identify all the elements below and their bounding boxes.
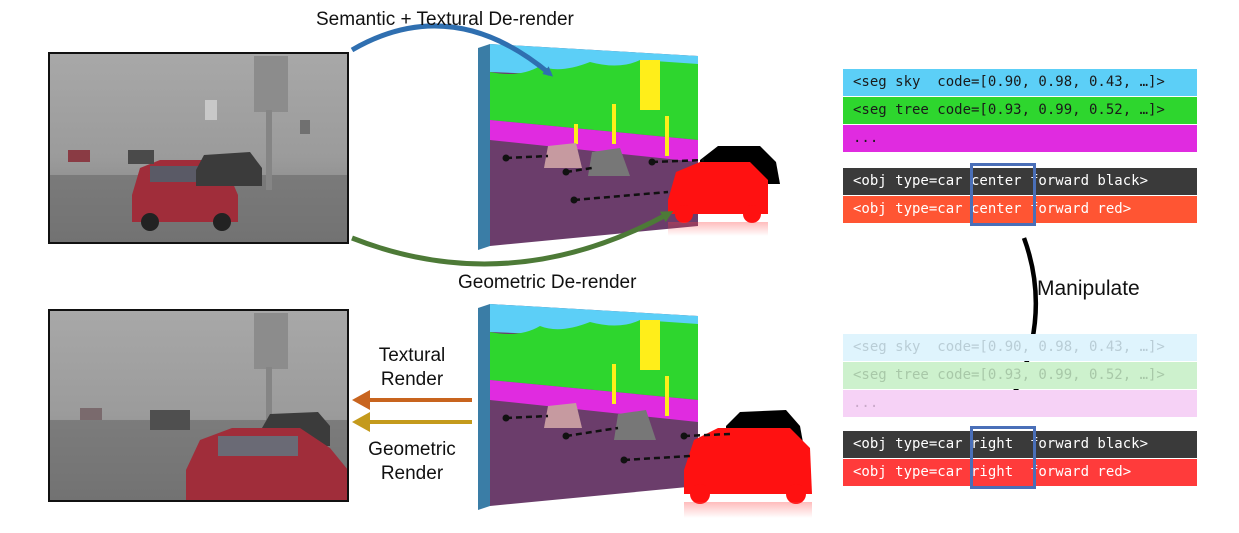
semantic-textural-derender-label: Semantic + Textural De-render	[316, 9, 574, 30]
pink-car-mask-top	[544, 143, 582, 168]
code-line-seg-sky: <seg sky code=[0.90, 0.98, 0.43, …]>	[843, 69, 1197, 96]
red-car-bottom-photo	[186, 428, 348, 501]
geometric-render-arrow	[352, 412, 472, 432]
dashed-links-bottom	[505, 414, 731, 462]
pink-car-mask-bottom	[544, 403, 582, 428]
geometric-derender-label: Geometric De-render	[458, 272, 637, 293]
black-car-top-photo	[196, 152, 262, 186]
code-line-seg-sky-faded: <seg sky code=[0.90, 0.98, 0.43, …]>	[843, 334, 1197, 361]
semantic-textural-derender-arrow	[350, 23, 554, 77]
geometric-render-label: Geometric Render	[368, 439, 456, 484]
code-line-seg-tree-faded: <seg tree code=[0.93, 0.99, 0.52, …]>	[843, 362, 1197, 389]
segmentation-panel-top	[478, 44, 780, 250]
output-photo-bottom	[48, 309, 349, 502]
position-highlight-bottom	[970, 426, 1036, 489]
red-car-mask-top	[668, 162, 768, 236]
position-highlight-top	[970, 163, 1036, 226]
input-photo-top	[48, 52, 349, 244]
geometric-derender-arrow	[351, 211, 674, 267]
code-line-seg-tree: <seg tree code=[0.93, 0.99, 0.52, …]>	[843, 97, 1197, 124]
code-line-obj-red-edited: <obj type=car right forward red>	[843, 459, 1197, 486]
code-line-obj-red: <obj type=car center forward red>	[843, 196, 1197, 223]
gray-car-mask-top	[588, 148, 630, 176]
code-line-ellipsis-faded: ...	[843, 390, 1197, 417]
code-line-obj-black: <obj type=car center forward black>	[843, 168, 1197, 195]
code-line-ellipsis: ...	[843, 125, 1197, 152]
textural-render-label: Textural Render	[378, 345, 446, 390]
manipulate-label: Manipulate	[1037, 277, 1140, 300]
dashed-links-top	[505, 154, 705, 202]
red-car-mask-bottom	[684, 428, 812, 518]
segmentation-panel-bottom	[478, 304, 812, 518]
textural-render-arrow	[352, 390, 472, 410]
code-line-obj-black-edited: <obj type=car right forward black>	[843, 431, 1197, 458]
gray-car-mask-bottom	[614, 410, 656, 440]
